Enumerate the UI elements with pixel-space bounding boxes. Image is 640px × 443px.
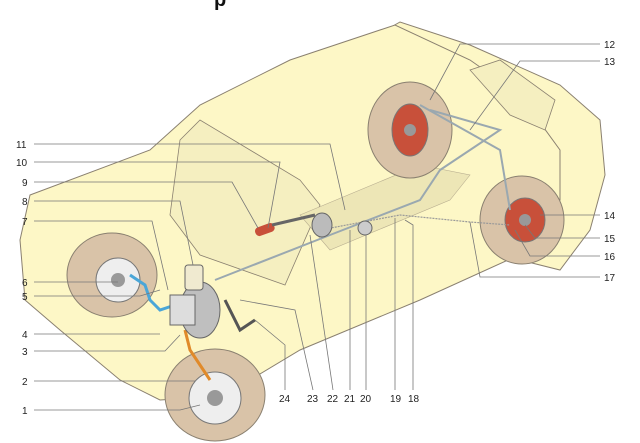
callout-label-6: 6 [22,278,28,289]
leader-line-3 [34,334,181,352]
handbrake-lever [255,212,333,238]
wheel-front-right [164,348,266,442]
brake-pedal [223,299,256,333]
leader-line-12 [429,43,600,101]
rear-window [469,59,556,131]
callout-label-5: 5 [22,292,28,303]
callout-label-9: 9 [22,178,28,189]
leader-line-5 [34,289,161,297]
callout-label-12: 12 [604,40,616,51]
callout-label-23: 23 [307,394,319,405]
leader-line-23 [239,299,314,391]
brake-line-rear [214,109,503,281]
brake-line-front-left [129,273,176,312]
rear-axle-pipe [419,104,511,211]
callout-label-3: 3 [22,347,28,358]
leader-line-18 [404,219,414,390]
leader-line-10 [34,161,281,229]
wheel-rear-left [367,81,453,179]
callout-label-11: 11 [16,140,27,151]
leader-line-1 [34,404,201,411]
callout-label-20: 20 [360,394,372,405]
callout-label-7: 7 [22,217,28,228]
callout-label-10: 10 [16,158,28,169]
leader-line-11 [34,143,346,211]
leader-line-15 [524,224,600,239]
callout-label-17: 17 [604,273,616,284]
leader-line-24 [254,319,286,390]
equalizer [357,220,373,236]
leader-line-16 [514,229,600,257]
leader-line-22 [309,234,334,391]
leader-line-13 [469,60,600,131]
callout-label-18: 18 [408,394,420,405]
brake-booster [169,264,221,339]
wheel-rear-right [479,175,565,265]
callout-label-13: 13 [604,57,616,68]
leader-line-9 [34,181,259,229]
callout-label-14: 14 [604,211,616,222]
brake-line-front-right [183,329,212,381]
heading-fragment: р [214,0,226,11]
callout-label-1: 1 [22,406,28,417]
leader-line-8 [34,200,194,266]
leader-line-7 [34,220,169,291]
wheel-front-left [66,232,158,318]
callout-label-19: 19 [390,394,402,405]
callout-label-15: 15 [604,234,616,245]
callout-label-24: 24 [279,394,291,405]
callout-label-21: 21 [344,394,356,405]
callout-label-16: 16 [604,252,616,263]
callout-label-8: 8 [22,197,28,208]
callout-label-22: 22 [327,394,339,405]
leader-line-17 [469,221,600,278]
callout-label-2: 2 [22,377,28,388]
callout-label-4: 4 [22,330,28,341]
